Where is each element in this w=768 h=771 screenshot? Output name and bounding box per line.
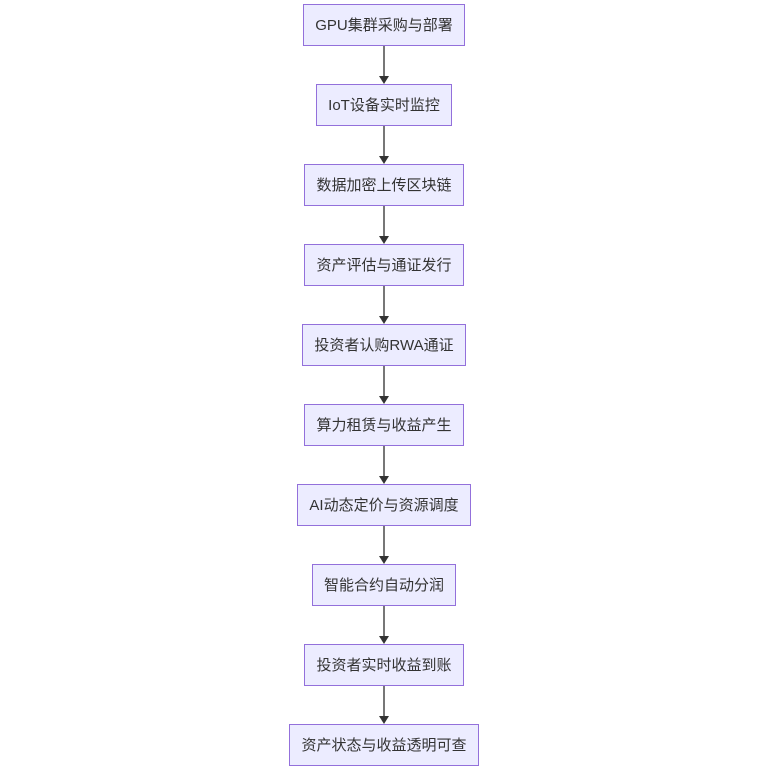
arrow-head-icon bbox=[379, 556, 389, 564]
node-label: 智能合约自动分润 bbox=[323, 576, 444, 594]
edge-arrow bbox=[379, 206, 389, 244]
arrow-head-icon bbox=[379, 316, 389, 324]
arrow-line bbox=[383, 126, 385, 156]
edge-arrow bbox=[379, 446, 389, 484]
arrow-head-icon bbox=[379, 636, 389, 644]
arrow-head-icon bbox=[379, 716, 389, 724]
node-investor-realtime-payout: 投资者实时收益到账 bbox=[304, 644, 464, 686]
node-label: 算力租赁与收益产生 bbox=[316, 416, 452, 434]
arrow-line bbox=[383, 206, 385, 236]
node-investor-rwa-token-purchase: 投资者认购RWA通证 bbox=[302, 324, 466, 366]
edge-arrow bbox=[379, 286, 389, 324]
node-label: AI动态定价与资源调度 bbox=[309, 496, 459, 514]
edge-arrow bbox=[379, 686, 389, 724]
arrow-line bbox=[383, 286, 385, 316]
node-label: 数据加密上传区块链 bbox=[316, 176, 452, 194]
node-label: 资产评估与通证发行 bbox=[316, 256, 452, 274]
arrow-line bbox=[383, 366, 385, 396]
edge-arrow bbox=[379, 126, 389, 164]
arrow-line bbox=[383, 606, 385, 636]
node-asset-status-transparency: 资产状态与收益透明可查 bbox=[289, 724, 479, 766]
node-iot-realtime-monitoring: IoT设备实时监控 bbox=[316, 84, 452, 126]
node-asset-valuation-token-issuance: 资产评估与通证发行 bbox=[304, 244, 464, 286]
arrow-line bbox=[383, 46, 385, 76]
node-smart-contract-profit-sharing: 智能合约自动分润 bbox=[311, 564, 456, 606]
edge-arrow bbox=[379, 526, 389, 564]
arrow-head-icon bbox=[379, 76, 389, 84]
arrow-head-icon bbox=[379, 156, 389, 164]
node-gpu-cluster-procurement: GPU集群采购与部署 bbox=[303, 4, 465, 46]
node-label: GPU集群采购与部署 bbox=[315, 16, 453, 34]
arrow-line bbox=[383, 686, 385, 716]
edge-arrow bbox=[379, 366, 389, 404]
node-label: 投资者认购RWA通证 bbox=[314, 336, 454, 354]
node-label: 投资者实时收益到账 bbox=[316, 656, 452, 674]
edge-arrow bbox=[379, 606, 389, 644]
node-data-encrypted-upload-blockchain: 数据加密上传区块链 bbox=[304, 164, 464, 206]
arrow-head-icon bbox=[379, 476, 389, 484]
node-compute-leasing-revenue: 算力租赁与收益产生 bbox=[304, 404, 464, 446]
edge-arrow bbox=[379, 46, 389, 84]
node-label: 资产状态与收益透明可查 bbox=[301, 736, 467, 754]
arrow-head-icon bbox=[379, 236, 389, 244]
node-ai-dynamic-pricing-scheduling: AI动态定价与资源调度 bbox=[297, 484, 471, 526]
arrow-line bbox=[383, 526, 385, 556]
node-label: IoT设备实时监控 bbox=[328, 96, 440, 114]
arrow-head-icon bbox=[379, 396, 389, 404]
arrow-line bbox=[383, 446, 385, 476]
